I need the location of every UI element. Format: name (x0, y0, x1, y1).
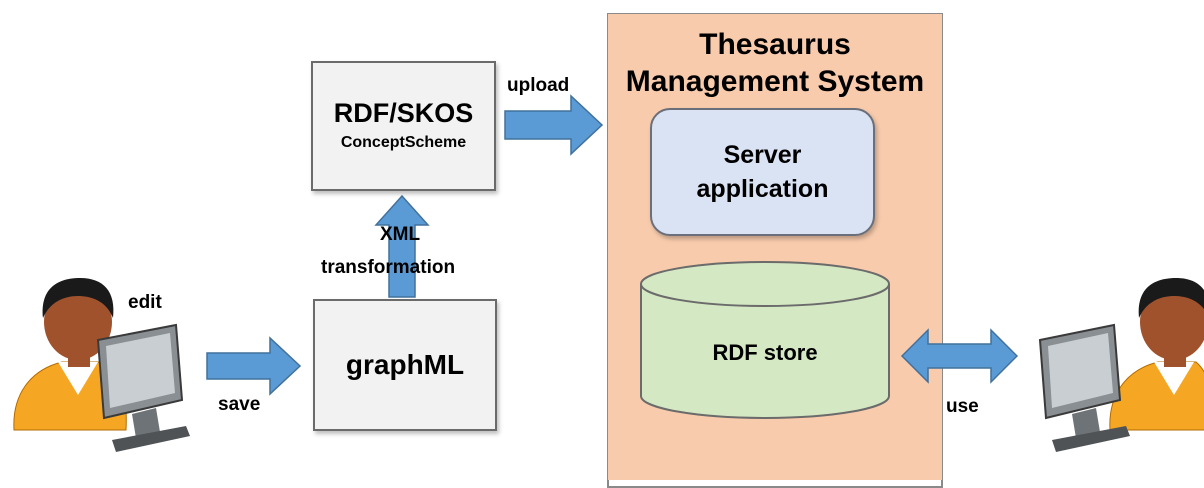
tms-title-line1: Thesaurus (699, 28, 851, 61)
xml-transformation-arrow (374, 194, 430, 298)
graphml-title: graphML (345, 349, 465, 380)
server-label-line1: Server (723, 141, 802, 169)
use-label: use (946, 396, 979, 417)
upload-label: upload (507, 75, 570, 96)
server-label-line2: application (696, 175, 829, 203)
graphml-box: graphML (313, 299, 497, 431)
rdf-skos-box: RDF/SKOS ConceptScheme (311, 61, 496, 191)
rdf-skos-title: RDF/SKOS (333, 98, 474, 128)
transformation-label: transformation (321, 257, 456, 278)
use-arrow (900, 328, 1019, 384)
rdf-store-label: RDF store (712, 340, 818, 365)
upload-arrow (504, 94, 604, 156)
tms-title: Thesaurus Management System (607, 26, 943, 100)
user-at-computer-icon (13, 278, 190, 452)
xml-label: XML (380, 224, 421, 245)
rdf-store-cylinder (640, 261, 890, 419)
tms-title-line2: Management System (625, 65, 925, 98)
save-arrow (206, 336, 302, 396)
rdf-skos-subtitle: ConceptScheme (340, 134, 467, 151)
user-at-computer-icon (1038, 278, 1204, 452)
server-application-box: Server application (650, 108, 875, 236)
save-label: save (218, 394, 261, 415)
edit-label: edit (128, 292, 162, 313)
